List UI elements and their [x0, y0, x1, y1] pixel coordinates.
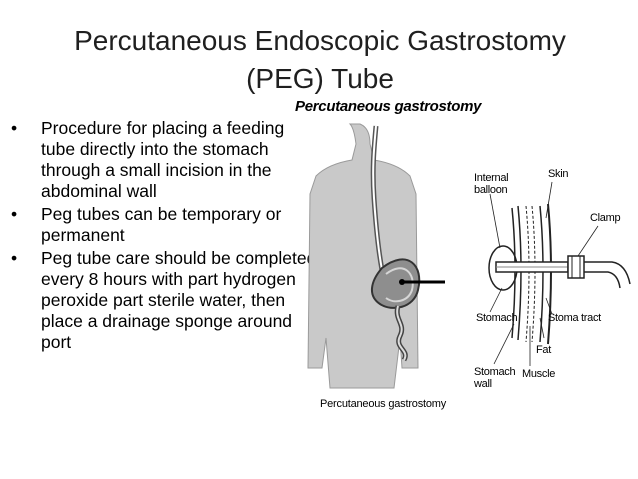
slide-title: Percutaneous Endoscopic Gastrostomy (PEG… — [20, 22, 620, 98]
figure-caption-bottom: Percutaneous gastrostomy — [320, 398, 447, 410]
bullet-item: • Procedure for placing a feeding tube d… — [8, 118, 320, 202]
peg-drawing — [307, 123, 631, 389]
label-stomach: Stomach — [476, 312, 518, 324]
label-stoma-tract: Stoma tract — [548, 312, 601, 324]
label-skin: Skin — [548, 168, 569, 180]
external-tube — [584, 261, 631, 285]
label-muscle: Muscle — [522, 368, 556, 380]
label-internal-balloon: Internal balloon — [474, 172, 509, 196]
bullet-text: Peg tube care should be completed every … — [41, 248, 317, 352]
peg-illustration: Percutaneous gastrostomy — [290, 98, 638, 478]
clamp — [567, 255, 585, 279]
label-clamp: Clamp — [590, 212, 621, 224]
bullet-text: Peg tubes can be temporary or permanent — [41, 204, 282, 245]
bullet-dot: • — [11, 118, 18, 138]
bullet-text: Procedure for placing a feeding tube dir… — [41, 118, 285, 201]
label-fat: Fat — [536, 344, 551, 356]
torso-silhouette — [307, 123, 419, 389]
muscle-layer — [525, 205, 530, 343]
title-line-2: (PEG) Tube — [246, 63, 394, 94]
figure-caption-top: Percutaneous gastrostomy — [295, 98, 482, 115]
bullet-list: • Procedure for placing a feeding tube d… — [8, 118, 320, 355]
bullet-dot: • — [11, 204, 18, 224]
title-line-1: Percutaneous Endoscopic Gastrostomy — [74, 25, 566, 56]
label-stomach-wall: Stomach wall — [474, 366, 516, 390]
bullet-dot: • — [11, 248, 18, 268]
bullet-item: • Peg tube care should be completed ever… — [8, 248, 320, 353]
bullet-item: • Peg tubes can be temporary or permanen… — [8, 204, 320, 246]
